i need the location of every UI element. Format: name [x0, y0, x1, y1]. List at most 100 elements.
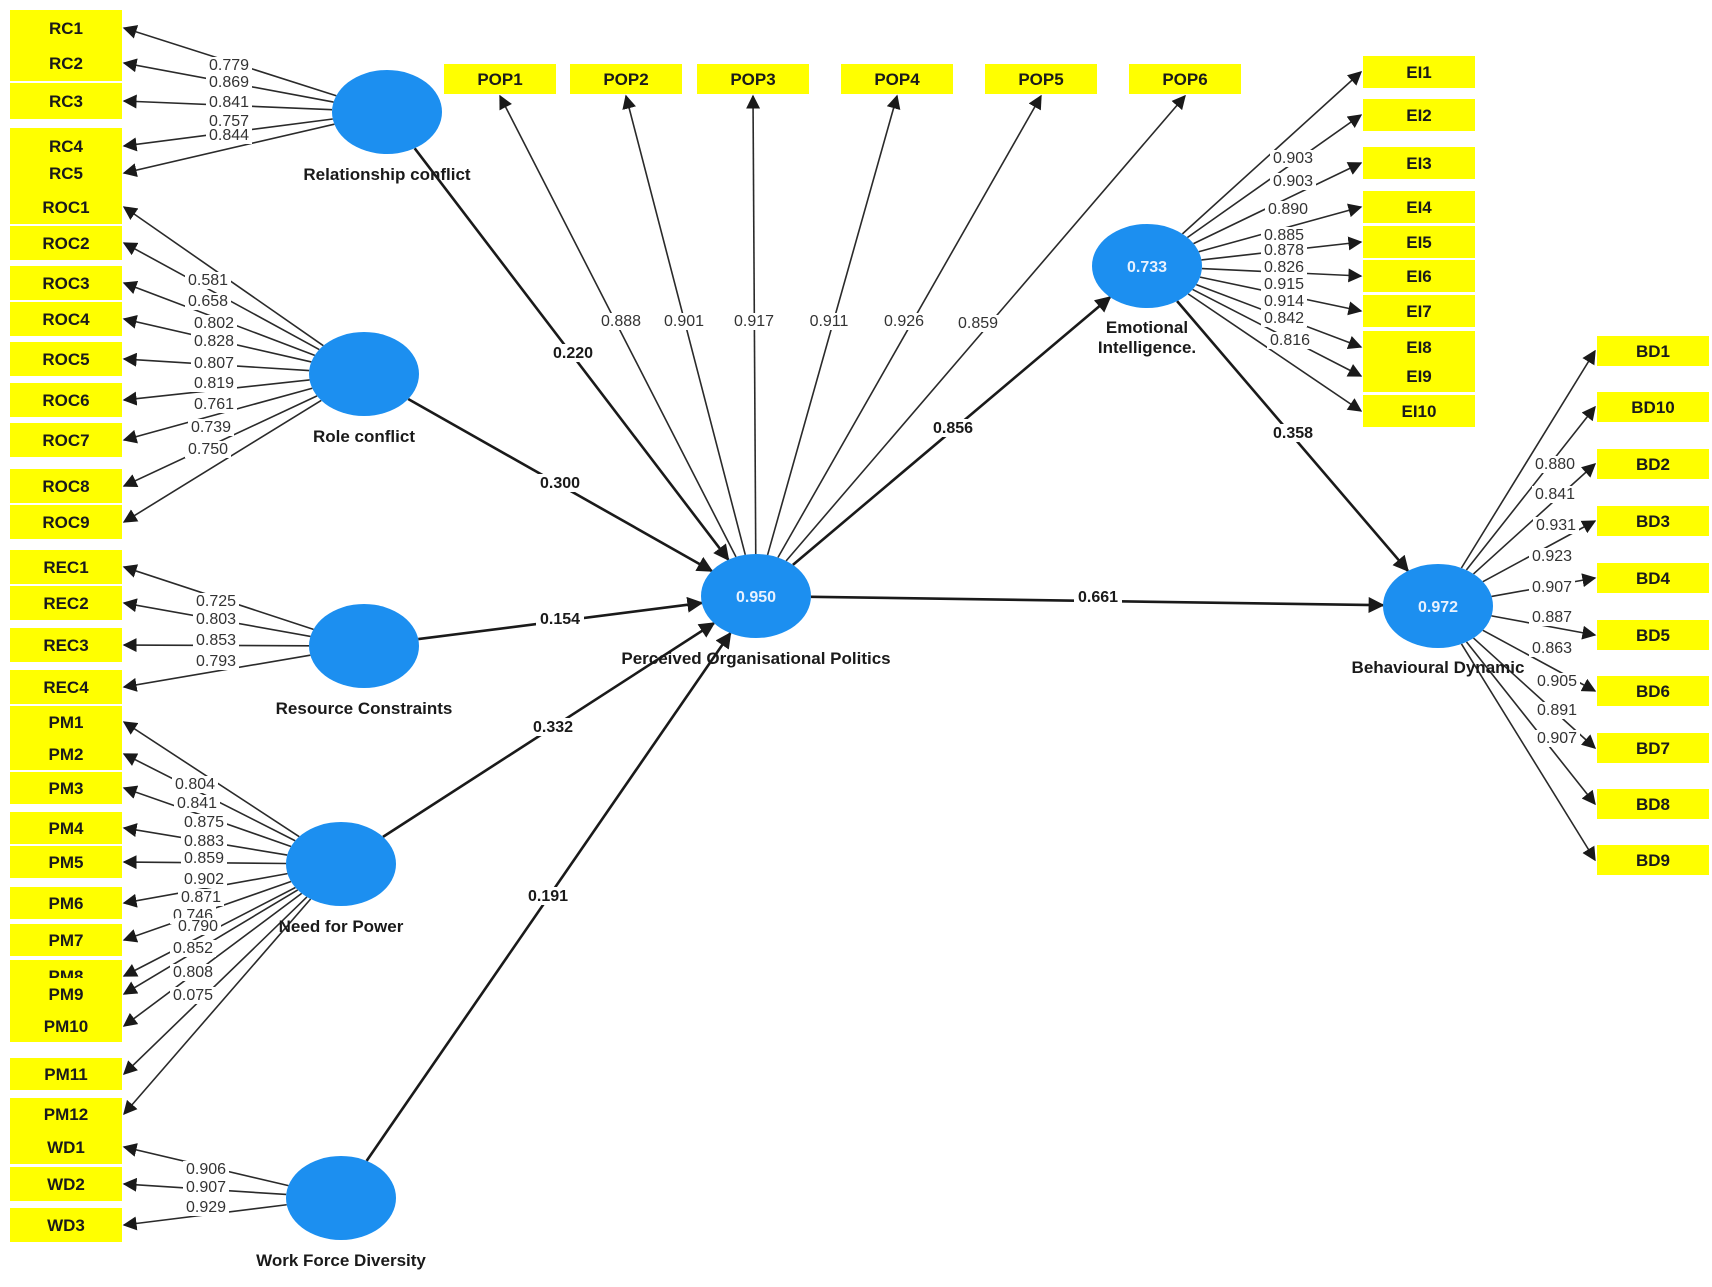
latent-rc[interactable]: [332, 70, 442, 154]
indicator-box[interactable]: [10, 10, 122, 46]
indicator-box[interactable]: [444, 64, 556, 94]
indicator-ei6[interactable]: EI6: [1363, 260, 1475, 292]
latent-ellipse[interactable]: [286, 822, 396, 906]
indicator-box[interactable]: [10, 550, 122, 584]
indicator-pop3[interactable]: POP3: [697, 64, 809, 94]
indicator-box[interactable]: [10, 1130, 122, 1164]
indicator-box[interactable]: [10, 1208, 122, 1242]
indicator-box[interactable]: [985, 64, 1097, 94]
indicator-roc3[interactable]: ROC3: [10, 266, 122, 300]
indicator-box[interactable]: [1363, 99, 1475, 131]
indicator-box[interactable]: [1597, 620, 1709, 650]
indicator-ei8[interactable]: EI8: [1363, 331, 1475, 363]
indicator-bd1[interactable]: BD1: [1597, 336, 1709, 366]
indicator-ei4[interactable]: EI4: [1363, 191, 1475, 223]
latent-ei[interactable]: 0.733: [1092, 224, 1202, 308]
indicator-box[interactable]: [10, 812, 122, 844]
indicator-box[interactable]: [841, 64, 953, 94]
indicator-box[interactable]: [10, 628, 122, 662]
indicator-bd3[interactable]: BD3: [1597, 506, 1709, 536]
indicator-rec3[interactable]: REC3: [10, 628, 122, 662]
indicator-rec1[interactable]: REC1: [10, 550, 122, 584]
latent-ellipse[interactable]: [309, 332, 419, 416]
indicator-box[interactable]: [10, 505, 122, 539]
indicator-rc3[interactable]: RC3: [10, 83, 122, 119]
latent-roc[interactable]: [309, 332, 419, 416]
indicator-box[interactable]: [1597, 336, 1709, 366]
indicator-pm2[interactable]: PM2: [10, 738, 122, 770]
indicator-box[interactable]: [10, 302, 122, 336]
indicator-bd4[interactable]: BD4: [1597, 563, 1709, 593]
indicator-box[interactable]: [1597, 449, 1709, 479]
indicator-roc5[interactable]: ROC5: [10, 342, 122, 376]
latent-ellipse[interactable]: [286, 1156, 396, 1240]
indicator-box[interactable]: [10, 266, 122, 300]
indicator-roc7[interactable]: ROC7: [10, 423, 122, 457]
indicator-box[interactable]: [1597, 676, 1709, 706]
latent-ellipse[interactable]: [309, 604, 419, 688]
indicator-box[interactable]: [1597, 392, 1709, 422]
indicator-roc4[interactable]: ROC4: [10, 302, 122, 336]
indicator-pop5[interactable]: POP5: [985, 64, 1097, 94]
indicator-wd2[interactable]: WD2: [10, 1167, 122, 1201]
indicator-box[interactable]: [1597, 845, 1709, 875]
indicator-pm5[interactable]: PM5: [10, 846, 122, 878]
indicator-rc2[interactable]: RC2: [10, 45, 122, 81]
indicator-pm3[interactable]: PM3: [10, 772, 122, 804]
indicator-roc2[interactable]: ROC2: [10, 226, 122, 260]
indicator-box[interactable]: [1363, 360, 1475, 392]
indicator-box[interactable]: [10, 846, 122, 878]
indicator-box[interactable]: [1597, 563, 1709, 593]
indicator-rec4[interactable]: REC4: [10, 670, 122, 704]
indicator-box[interactable]: [10, 1010, 122, 1042]
indicator-pm1[interactable]: PM1: [10, 706, 122, 738]
latent-ellipse[interactable]: [1092, 224, 1202, 308]
indicator-box[interactable]: [1129, 64, 1241, 94]
indicator-pop6[interactable]: POP6: [1129, 64, 1241, 94]
indicator-pm4[interactable]: PM4: [10, 812, 122, 844]
indicator-pm11[interactable]: PM11: [10, 1058, 122, 1090]
indicator-pop1[interactable]: POP1: [444, 64, 556, 94]
indicator-bd5[interactable]: BD5: [1597, 620, 1709, 650]
indicator-box[interactable]: [10, 586, 122, 620]
indicator-roc6[interactable]: ROC6: [10, 383, 122, 417]
latent-ellipse[interactable]: [701, 554, 811, 638]
indicator-box[interactable]: [10, 1098, 122, 1130]
indicator-box[interactable]: [1363, 395, 1475, 427]
indicator-ei2[interactable]: EI2: [1363, 99, 1475, 131]
indicator-box[interactable]: [1363, 295, 1475, 327]
indicator-ei1[interactable]: EI1: [1363, 56, 1475, 88]
indicator-rc5[interactable]: RC5: [10, 155, 122, 191]
indicator-box[interactable]: [1363, 226, 1475, 258]
indicator-rc1[interactable]: RC1: [10, 10, 122, 46]
indicator-box[interactable]: [10, 342, 122, 376]
indicator-box[interactable]: [10, 706, 122, 738]
indicator-ei10[interactable]: EI10: [1363, 395, 1475, 427]
indicator-box[interactable]: [10, 423, 122, 457]
indicator-box[interactable]: [10, 1167, 122, 1201]
indicator-box[interactable]: [10, 772, 122, 804]
latent-bd[interactable]: 0.972: [1383, 564, 1493, 648]
latent-rec[interactable]: [309, 604, 419, 688]
latent-ellipse[interactable]: [1383, 564, 1493, 648]
indicator-roc8[interactable]: ROC8: [10, 469, 122, 503]
indicator-box[interactable]: [10, 226, 122, 260]
indicator-box[interactable]: [1363, 331, 1475, 363]
latent-wd[interactable]: [286, 1156, 396, 1240]
indicator-box[interactable]: [1597, 506, 1709, 536]
indicator-box[interactable]: [1363, 147, 1475, 179]
indicator-box[interactable]: [10, 978, 122, 1010]
indicator-wd3[interactable]: WD3: [10, 1208, 122, 1242]
indicator-pm9[interactable]: PM9: [10, 978, 122, 1010]
indicator-pm6[interactable]: PM6: [10, 887, 122, 919]
indicator-pop4[interactable]: POP4: [841, 64, 953, 94]
indicator-box[interactable]: [10, 45, 122, 81]
indicator-ei7[interactable]: EI7: [1363, 295, 1475, 327]
indicator-box[interactable]: [10, 155, 122, 191]
indicator-roc9[interactable]: ROC9: [10, 505, 122, 539]
indicator-box[interactable]: [1363, 191, 1475, 223]
indicator-box[interactable]: [10, 1058, 122, 1090]
indicator-pop2[interactable]: POP2: [570, 64, 682, 94]
indicator-box[interactable]: [1597, 789, 1709, 819]
indicator-bd7[interactable]: BD7: [1597, 733, 1709, 763]
